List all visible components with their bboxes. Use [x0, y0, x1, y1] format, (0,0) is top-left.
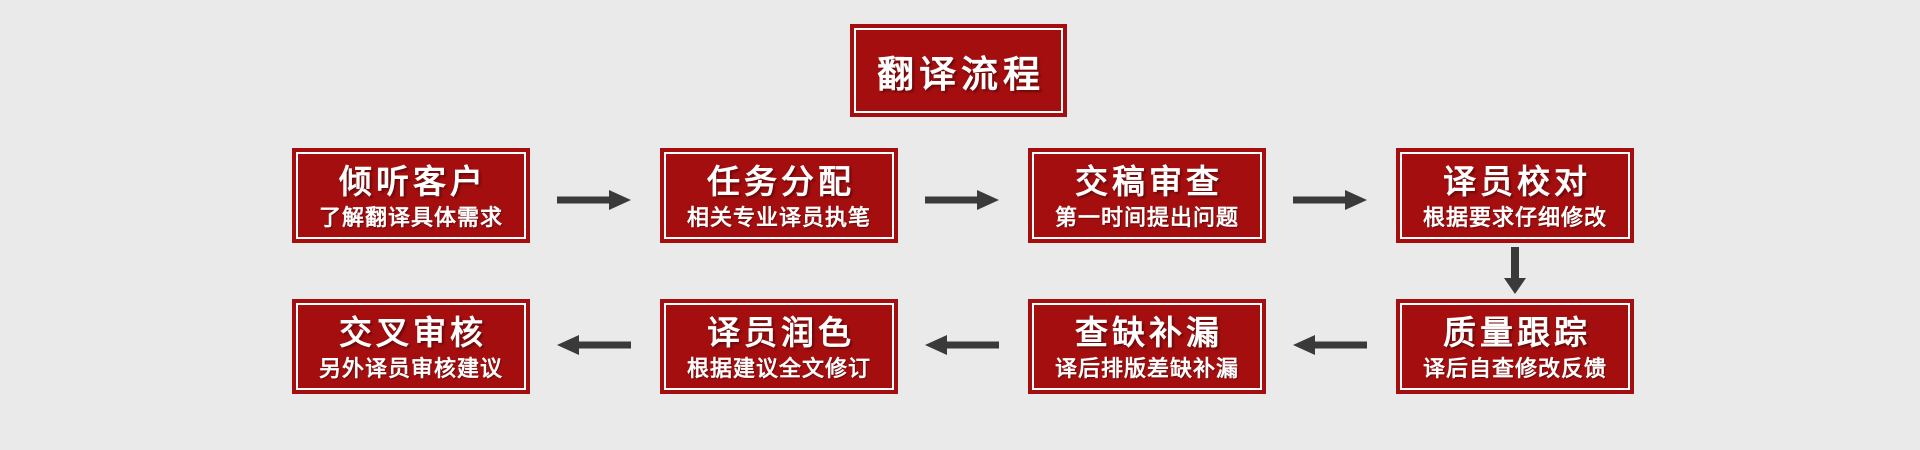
- arrow-left-icon: [557, 333, 631, 357]
- flow-step-translator-polish: 译员润色 根据建议全文修订: [660, 299, 898, 394]
- flowchart-title: 翻译流程: [877, 53, 1045, 95]
- flow-step-draft-review: 交稿审查 第一时间提出问题: [1028, 148, 1266, 243]
- step-subtitle: 第一时间提出问题: [1054, 204, 1239, 230]
- step-subtitle: 相关专业译员执笔: [686, 204, 871, 230]
- step-title: 查缺补漏: [1075, 313, 1223, 351]
- arrow-left-icon: [1293, 333, 1367, 357]
- step-subtitle: 根据建议全文修订: [686, 355, 871, 381]
- arrow-left-icon: [925, 333, 999, 357]
- flow-step-task-assignment: 任务分配 相关专业译员执笔: [660, 148, 898, 243]
- step-title: 交叉审核: [339, 313, 487, 351]
- step-title: 质量跟踪: [1443, 313, 1591, 351]
- step-subtitle: 译后自查修改反馈: [1422, 355, 1607, 381]
- step-subtitle: 另外译员审核建议: [318, 355, 503, 381]
- flow-step-listen-client: 倾听客户 了解翻译具体需求: [292, 148, 530, 243]
- step-subtitle: 译后排版差缺补漏: [1054, 355, 1239, 381]
- flow-step-gap-filling: 查缺补漏 译后排版差缺补漏: [1028, 299, 1266, 394]
- flow-step-translator-proofread: 译员校对 根据要求仔细修改: [1396, 148, 1634, 243]
- arrow-right-icon: [557, 188, 631, 212]
- arrow-down-icon: [1503, 247, 1527, 295]
- step-title: 译员校对: [1443, 162, 1591, 200]
- flow-step-quality-tracking: 质量跟踪 译后自查修改反馈: [1396, 299, 1634, 394]
- flowchart-title-box: 翻译流程: [850, 24, 1067, 117]
- arrow-right-icon: [1293, 188, 1367, 212]
- step-subtitle: 根据要求仔细修改: [1422, 204, 1607, 230]
- step-title: 交稿审查: [1075, 162, 1223, 200]
- step-title: 倾听客户: [339, 162, 487, 200]
- flow-step-cross-review: 交叉审核 另外译员审核建议: [292, 299, 530, 394]
- step-subtitle: 了解翻译具体需求: [318, 204, 503, 230]
- arrow-right-icon: [925, 188, 999, 212]
- step-title: 任务分配: [707, 162, 855, 200]
- step-title: 译员润色: [707, 313, 855, 351]
